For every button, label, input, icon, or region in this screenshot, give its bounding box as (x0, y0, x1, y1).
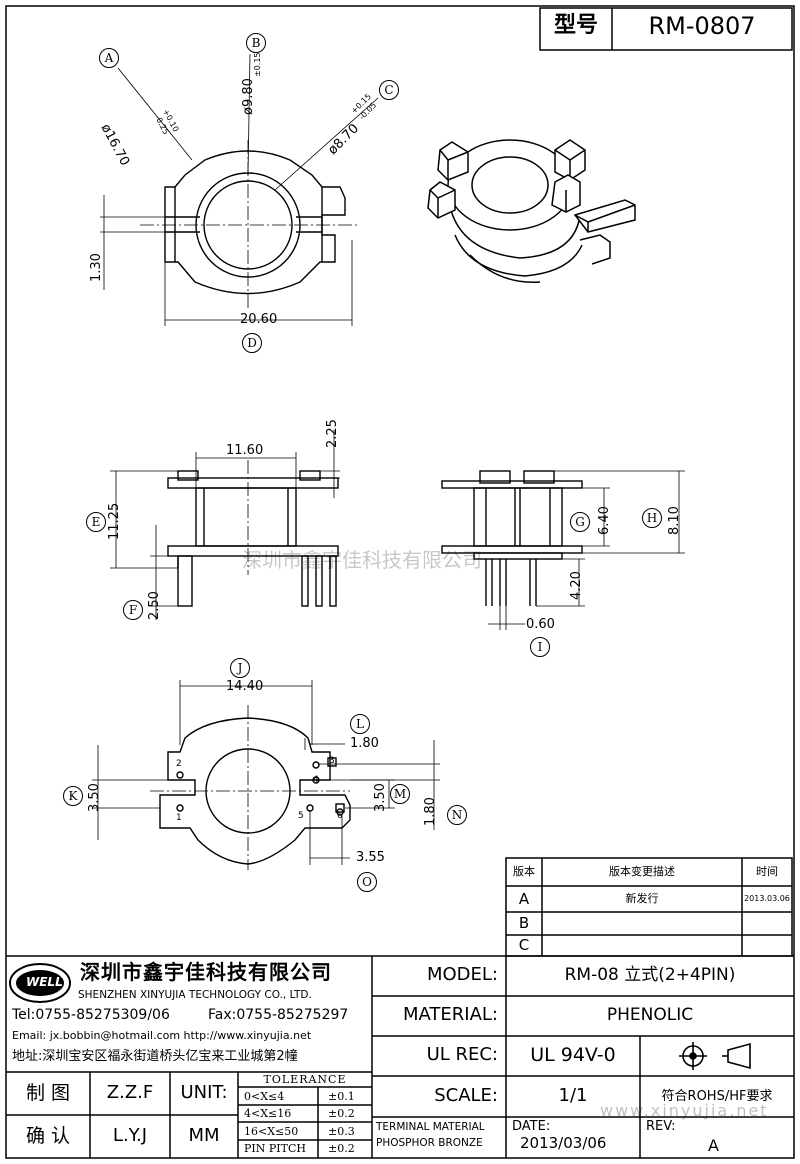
tolerance-value: ±0.2 (328, 1142, 355, 1155)
company-email: Email: jx.bobbin@hotmail.com http://www.… (12, 1029, 312, 1042)
top-view (164, 150, 346, 295)
dim-1-80-a: 1.80 (350, 736, 379, 751)
date-label: DATE: (512, 1119, 551, 1134)
rev-value: A (708, 1136, 719, 1155)
rev-row-version: B (518, 914, 530, 932)
header-box (539, 7, 793, 51)
tolerance-value: ±0.2 (328, 1107, 355, 1120)
callout-bubble: J (230, 658, 250, 678)
tolerance-title: TOLERANCE (263, 1073, 347, 1086)
pin-label: 6 (337, 811, 343, 821)
watermark-url: www.xinyujia.net (600, 1101, 769, 1120)
well-logo (9, 963, 71, 1003)
callout-bubble: C (379, 80, 399, 100)
check-label: 确 认 (25, 1125, 71, 1147)
callout-bubble: H (642, 508, 662, 528)
callout-bubble: D (242, 333, 262, 353)
callout-bubble: B (246, 33, 266, 53)
logo-text: WELL (26, 975, 63, 989)
terminal-material-line2: PHOSPHOR BRONZE (376, 1137, 483, 1149)
dim-1-80-b: 1.80 (423, 797, 438, 826)
rev-header-time: 时间 (756, 865, 778, 878)
rohs-note: 符合ROHS/HF要求 (661, 1089, 773, 1104)
material-value: PHENOLIC (606, 1005, 694, 1025)
callout-bubble: G (570, 512, 590, 532)
unit-value: MM (188, 1125, 220, 1146)
front-view (167, 460, 339, 607)
dim-1-30: 1.30 (89, 253, 104, 282)
company-tel: Tel:0755-85275309/06 (12, 1007, 170, 1023)
rev-row-version: A (518, 890, 530, 908)
rev-row-desc: 新发行 (625, 892, 659, 905)
rev-row-version: C (518, 936, 530, 954)
callout-bubble: N (447, 805, 467, 825)
dim-2-25: 2.25 (325, 419, 340, 448)
rev-row-date: 2013.03.06 (744, 894, 790, 903)
dim-2-50: 2.50 (147, 591, 162, 620)
company-address: 地址:深圳宝安区福永街道桥头亿宝来工业城第2幢 (12, 1049, 298, 1064)
projection-symbol-icon (722, 1042, 751, 1070)
rev-label: REV: (646, 1119, 676, 1134)
dim-4-20: 4.20 (569, 571, 584, 600)
callout-bubble: O (357, 872, 377, 892)
callout-bubble: F (123, 600, 143, 620)
ulrec-label: UL REC: (426, 1044, 498, 1065)
tolerance-range: 0<X≤4 (244, 1090, 285, 1103)
tolerance-value: ±0.3 (328, 1125, 355, 1138)
unit-label: UNIT: (180, 1082, 228, 1103)
callout-bubble: L (350, 714, 370, 734)
callout-bubble: M (390, 784, 410, 804)
dim-8-10: 8.10 (667, 506, 682, 535)
side-view (441, 470, 583, 606)
callout-bubble: E (86, 512, 106, 532)
dim-3-55: 3.55 (356, 850, 385, 865)
pin-label: 1 (176, 813, 182, 823)
part-number: RM-0807 (648, 12, 756, 40)
isometric-view (427, 139, 636, 284)
pin-label: 5 (298, 811, 304, 821)
dim-0-60: 0.60 (526, 617, 555, 632)
model-label: MODEL: (426, 964, 498, 985)
watermark-text: 深圳市鑫宇佳科技有限公司 (242, 548, 482, 572)
pin-label: 3 (329, 756, 335, 766)
company-name-cn: 深圳市鑫宇佳科技有限公司 (80, 960, 332, 984)
rev-header-desc: 版本变更描述 (609, 865, 675, 878)
draw-name: Z.Z.F (106, 1082, 154, 1103)
dim-6-40: 6.40 (597, 506, 612, 535)
rev-header-version: 版本 (513, 865, 535, 878)
tolerance-range: 4<X≤16 (244, 1107, 292, 1120)
tolerance-value: ±0.1 (328, 1090, 355, 1103)
scale-value: 1/1 (558, 1085, 588, 1106)
pin-label: 4 (313, 775, 319, 785)
title-block-grid (6, 857, 794, 1158)
ul-logo-icon (679, 1042, 707, 1070)
company-name-en: SHENZHEN XINYUJIA TECHNOLOGY CO., LTD. (78, 989, 312, 1001)
dim-20-60: 20.60 (240, 312, 278, 327)
date-value: 2013/03/06 (520, 1134, 607, 1152)
callout-bubble: K (63, 786, 83, 806)
sheet-border (5, 5, 795, 1159)
ulrec-value: UL 94V-0 (530, 1044, 616, 1066)
terminal-material-line1: TERMINAL MATERIAL (376, 1121, 485, 1133)
tolerance-range: 16<X≤50 (244, 1125, 299, 1138)
tolerance-range: PIN PITCH (244, 1142, 306, 1155)
dim-dia-b: ø9.80 (241, 78, 256, 115)
header-label: 型号 (553, 13, 598, 38)
pin-label: 2 (176, 759, 182, 769)
callout-bubble: I (530, 637, 550, 657)
dim-11-25: 11.25 (107, 502, 122, 540)
dim-3-50-left: 3.50 (87, 783, 102, 812)
material-label: MATERIAL: (402, 1004, 498, 1025)
scale-label: SCALE: (434, 1085, 498, 1106)
callout-bubble: A (99, 48, 119, 68)
dim-3-50-right: 3.50 (373, 783, 388, 812)
check-name: L.Y.J (112, 1125, 148, 1146)
dim-14-40: 14.40 (226, 679, 264, 694)
draw-label: 制 图 (25, 1082, 71, 1104)
model-value: RM-08 立式(2+4PIN) (564, 965, 736, 985)
company-fax: Fax:0755-85275297 (208, 1007, 349, 1023)
dim-11-60: 11.60 (226, 443, 264, 458)
dim-dia-b-tol: ±0.15 (253, 52, 262, 77)
